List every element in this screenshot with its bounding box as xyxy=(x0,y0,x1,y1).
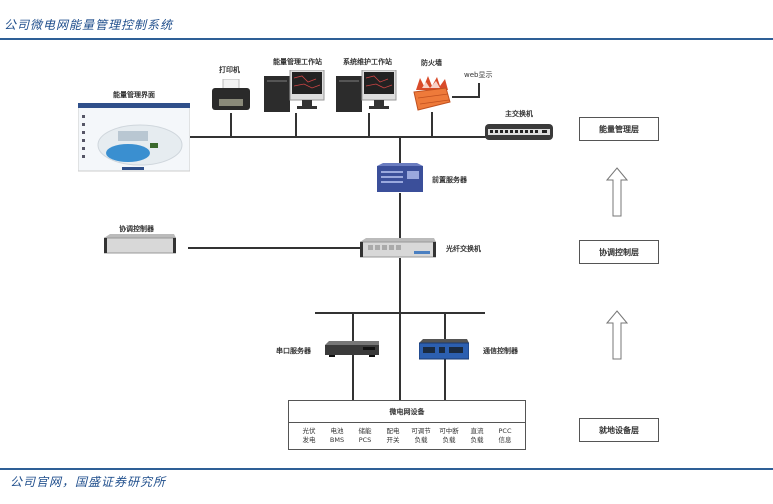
printer xyxy=(211,79,251,113)
front-server xyxy=(377,163,423,193)
comm-controller-label: 通信控制器 xyxy=(483,347,518,355)
firewall-icon xyxy=(413,76,451,111)
microgrid-item: 直流负载 xyxy=(465,427,489,445)
microgrid-item: 光伏发电 xyxy=(297,427,321,445)
serial-server-icon xyxy=(325,341,379,357)
field-bus-line xyxy=(315,312,485,314)
item-line1: 电池 xyxy=(330,427,344,435)
comm-controller xyxy=(419,339,469,361)
layer-coordination-control: 协调控制层 xyxy=(579,240,659,264)
coord-controller-label: 协调控制器 xyxy=(119,225,154,233)
item-line2: 发电 xyxy=(302,436,316,444)
page-title: 公司微电网能量管理控制系统 xyxy=(4,18,174,32)
layer-energy-management: 能量管理层 xyxy=(579,117,659,141)
item-line2: 负载 xyxy=(414,436,428,444)
maint-workstation xyxy=(336,70,398,114)
firewall-link xyxy=(431,112,433,137)
coord-controller xyxy=(104,234,176,254)
ems-workstation-label: 能量管理工作站 xyxy=(273,58,322,66)
printer-link xyxy=(230,113,232,137)
web-display-label: web显示 xyxy=(464,71,493,79)
ems-ui-label: 能量管理界面 xyxy=(113,91,155,99)
up-arrow-icon xyxy=(606,310,628,360)
main-switch-label: 主交换机 xyxy=(505,110,533,118)
serial-server xyxy=(325,341,379,357)
source-note: 公司官网，国盛证券研究所 xyxy=(10,475,167,489)
trunk-mid xyxy=(399,193,401,238)
ems-ui-screen-icon xyxy=(78,103,190,172)
item-line1: 可中断 xyxy=(439,427,459,435)
item-line2: BMS xyxy=(329,436,345,444)
fiber-switch xyxy=(360,238,436,258)
ems-workstation xyxy=(264,70,326,114)
firewall-label: 防火墙 xyxy=(421,59,442,67)
item-line1: 配电 xyxy=(386,427,400,435)
trunk-top xyxy=(399,137,401,165)
microgrid-title: 微电网设备 xyxy=(289,401,525,423)
item-line2: 负载 xyxy=(470,436,484,444)
server-icon xyxy=(377,163,423,192)
item-line1: 储能 xyxy=(358,427,372,435)
controller-icon xyxy=(104,234,176,254)
maint-workstation-label: 系统维护工作站 xyxy=(343,58,392,66)
header-divider xyxy=(0,38,773,40)
maint-workstation-link xyxy=(368,113,370,137)
item-line1: 可调节 xyxy=(411,427,431,435)
up-arrow-icon xyxy=(606,167,628,217)
printer-icon xyxy=(212,79,250,110)
item-line1: 光伏 xyxy=(302,427,316,435)
front-server-label: 前置服务器 xyxy=(432,176,467,184)
comm-controller-icon xyxy=(419,339,469,360)
item-line2: PCS xyxy=(358,436,372,444)
workstation-icon xyxy=(336,70,397,112)
footer-divider xyxy=(0,468,773,470)
microgrid-item: 配电开关 xyxy=(381,427,405,445)
item-line2: 信息 xyxy=(498,436,512,444)
main-switch xyxy=(484,122,554,142)
layer-field-equipment: 就地设备层 xyxy=(579,418,659,442)
ems-ui-screen xyxy=(78,103,190,173)
firewall xyxy=(412,74,452,112)
microgrid-item: 可调节负载 xyxy=(409,427,433,445)
top-bus-line xyxy=(190,136,490,138)
printer-label: 打印机 xyxy=(219,66,240,74)
item-line1: PCC xyxy=(498,427,512,435)
microgrid-item: 可中断负载 xyxy=(437,427,461,445)
fiber-switch-icon xyxy=(360,238,436,258)
web-display-link-v xyxy=(478,83,480,97)
fiber-switch-label: 光纤交换机 xyxy=(446,245,481,253)
ems-workstation-link xyxy=(295,113,297,137)
workstation-icon xyxy=(264,70,325,112)
coord-link xyxy=(188,247,360,249)
trunk-low xyxy=(399,258,401,400)
item-line2: 开关 xyxy=(386,436,400,444)
serial-server-label: 串口服务器 xyxy=(276,347,311,355)
item-line1: 直流 xyxy=(470,427,484,435)
web-display-link-h xyxy=(452,96,480,98)
item-line2: 负载 xyxy=(442,436,456,444)
serial-link xyxy=(352,312,354,400)
switch-icon xyxy=(485,124,553,140)
